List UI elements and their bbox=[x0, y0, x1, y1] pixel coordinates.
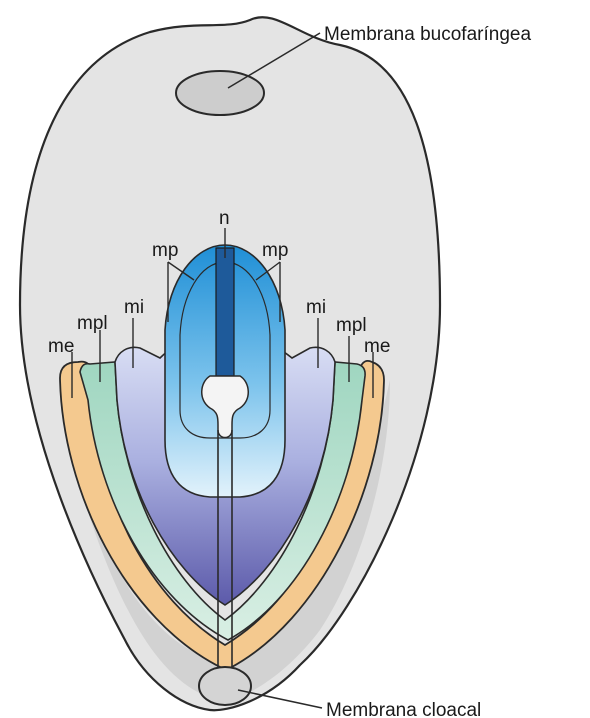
label-membrana-bucofaringea: Membrana bucofaríngea bbox=[324, 24, 531, 45]
notochord bbox=[216, 248, 234, 376]
label-mi-right: mi bbox=[306, 297, 326, 318]
label-mp-left: mp bbox=[152, 240, 178, 261]
label-mpl-left: mpl bbox=[77, 313, 108, 334]
label-mpl-right: mpl bbox=[336, 315, 367, 336]
label-mp-right: mp bbox=[262, 240, 288, 261]
label-mi-left: mi bbox=[124, 297, 144, 318]
label-me-right: me bbox=[364, 336, 390, 357]
label-n: n bbox=[219, 208, 230, 229]
buccopharyngeal-membrane bbox=[176, 71, 264, 115]
label-membrana-cloacal: Membrana cloacal bbox=[326, 700, 481, 718]
label-me-left: me bbox=[48, 336, 74, 357]
cloacal-membrane bbox=[199, 667, 251, 705]
